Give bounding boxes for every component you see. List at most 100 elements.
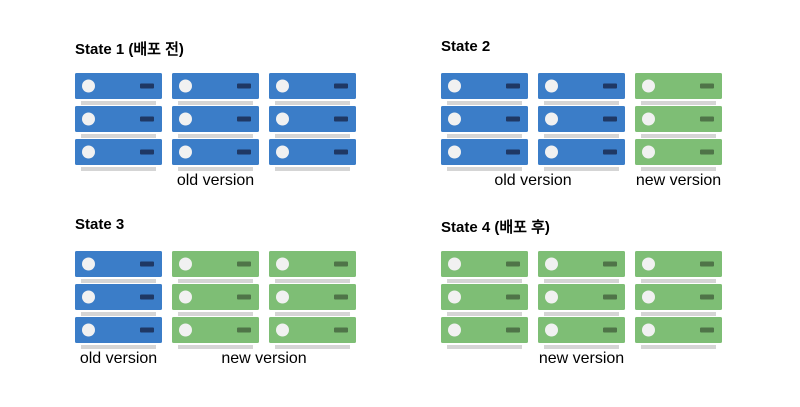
drive-circle-icon: [179, 290, 192, 304]
server-unit: [269, 317, 356, 343]
drive-dash-icon: [140, 149, 154, 155]
server-stack-old-version: [172, 73, 259, 172]
server-unit-shadow: [178, 345, 253, 349]
server-unit-shadow: [447, 167, 522, 171]
server-unit-shadow: [544, 134, 619, 138]
drive-circle-icon: [448, 145, 461, 159]
server-unit: [172, 251, 259, 277]
state-3-title: State 3: [75, 216, 125, 233]
drive-circle-icon: [82, 290, 95, 304]
drive-dash-icon: [700, 327, 714, 333]
server-stack-new-version: [635, 73, 722, 172]
server-unit: [269, 251, 356, 277]
server-unit: [635, 139, 722, 165]
server-unit: [172, 317, 259, 343]
state-4-panel: State 4 (배포 후) new version: [441, 216, 731, 376]
drive-dash-icon: [603, 294, 617, 300]
server-unit-shadow: [447, 312, 522, 316]
server-unit-shadow: [447, 279, 522, 283]
drive-circle-icon: [642, 79, 655, 93]
drive-dash-icon: [700, 261, 714, 267]
server-unit-shadow: [178, 167, 253, 171]
server-stack-old-version: [538, 73, 625, 172]
version-label: new version: [538, 350, 625, 367]
drive-dash-icon: [140, 261, 154, 267]
server-stack-old-version: [75, 251, 162, 350]
server-stack-old-version: [441, 73, 528, 172]
drive-circle-icon: [448, 79, 461, 93]
server-unit-shadow: [641, 167, 716, 171]
server-unit-shadow: [275, 312, 350, 316]
server-unit-shadow: [178, 279, 253, 283]
drive-circle-icon: [642, 290, 655, 304]
drive-dash-icon: [334, 116, 348, 122]
server-unit: [269, 73, 356, 99]
server-unit-shadow: [81, 345, 156, 349]
drive-circle-icon: [82, 323, 95, 337]
server-unit-shadow: [544, 279, 619, 283]
server-unit-shadow: [447, 345, 522, 349]
server-unit: [269, 106, 356, 132]
server-unit-shadow: [81, 167, 156, 171]
drive-dash-icon: [700, 116, 714, 122]
server-unit: [441, 73, 528, 99]
drive-dash-icon: [506, 149, 520, 155]
server-unit-shadow: [275, 167, 350, 171]
drive-circle-icon: [179, 145, 192, 159]
drive-dash-icon: [603, 261, 617, 267]
drive-circle-icon: [545, 112, 558, 126]
server-stack-new-version: [441, 251, 528, 350]
server-stack-new-version: [172, 251, 259, 350]
server-unit-shadow: [275, 134, 350, 138]
server-unit-shadow: [544, 312, 619, 316]
server-unit: [538, 106, 625, 132]
drive-dash-icon: [334, 149, 348, 155]
drive-dash-icon: [140, 327, 154, 333]
server-unit-shadow: [544, 167, 619, 171]
server-stack-new-version: [538, 251, 625, 350]
drive-circle-icon: [179, 112, 192, 126]
drive-dash-icon: [603, 116, 617, 122]
drive-dash-icon: [506, 261, 520, 267]
server-unit: [269, 284, 356, 310]
drive-dash-icon: [334, 294, 348, 300]
state-1-label-row: old version: [75, 172, 356, 190]
server-unit-shadow: [641, 345, 716, 349]
server-unit: [441, 139, 528, 165]
server-unit: [538, 251, 625, 277]
server-unit: [538, 317, 625, 343]
drive-dash-icon: [700, 149, 714, 155]
drive-dash-icon: [603, 327, 617, 333]
drive-dash-icon: [237, 149, 251, 155]
drive-dash-icon: [700, 83, 714, 89]
drive-dash-icon: [603, 83, 617, 89]
server-unit-shadow: [81, 312, 156, 316]
drive-dash-icon: [603, 149, 617, 155]
drive-circle-icon: [179, 257, 192, 271]
server-unit: [441, 284, 528, 310]
version-label: new version: [221, 350, 307, 367]
server-unit: [172, 106, 259, 132]
drive-circle-icon: [82, 112, 95, 126]
drive-circle-icon: [82, 257, 95, 271]
server-unit-shadow: [641, 312, 716, 316]
version-label: old version: [176, 172, 255, 189]
drive-circle-icon: [276, 323, 289, 337]
drive-circle-icon: [642, 257, 655, 271]
server-unit-shadow: [275, 101, 350, 105]
state-2-title: State 2: [441, 38, 491, 55]
server-stack-new-version: [269, 251, 356, 350]
drive-dash-icon: [334, 327, 348, 333]
drive-circle-icon: [642, 145, 655, 159]
drive-circle-icon: [276, 112, 289, 126]
server-unit: [75, 139, 162, 165]
drive-dash-icon: [237, 83, 251, 89]
drive-dash-icon: [334, 261, 348, 267]
drive-circle-icon: [179, 79, 192, 93]
state-4-title: State 4 (배포 후): [441, 219, 550, 236]
drive-dash-icon: [237, 327, 251, 333]
drive-dash-icon: [140, 294, 154, 300]
